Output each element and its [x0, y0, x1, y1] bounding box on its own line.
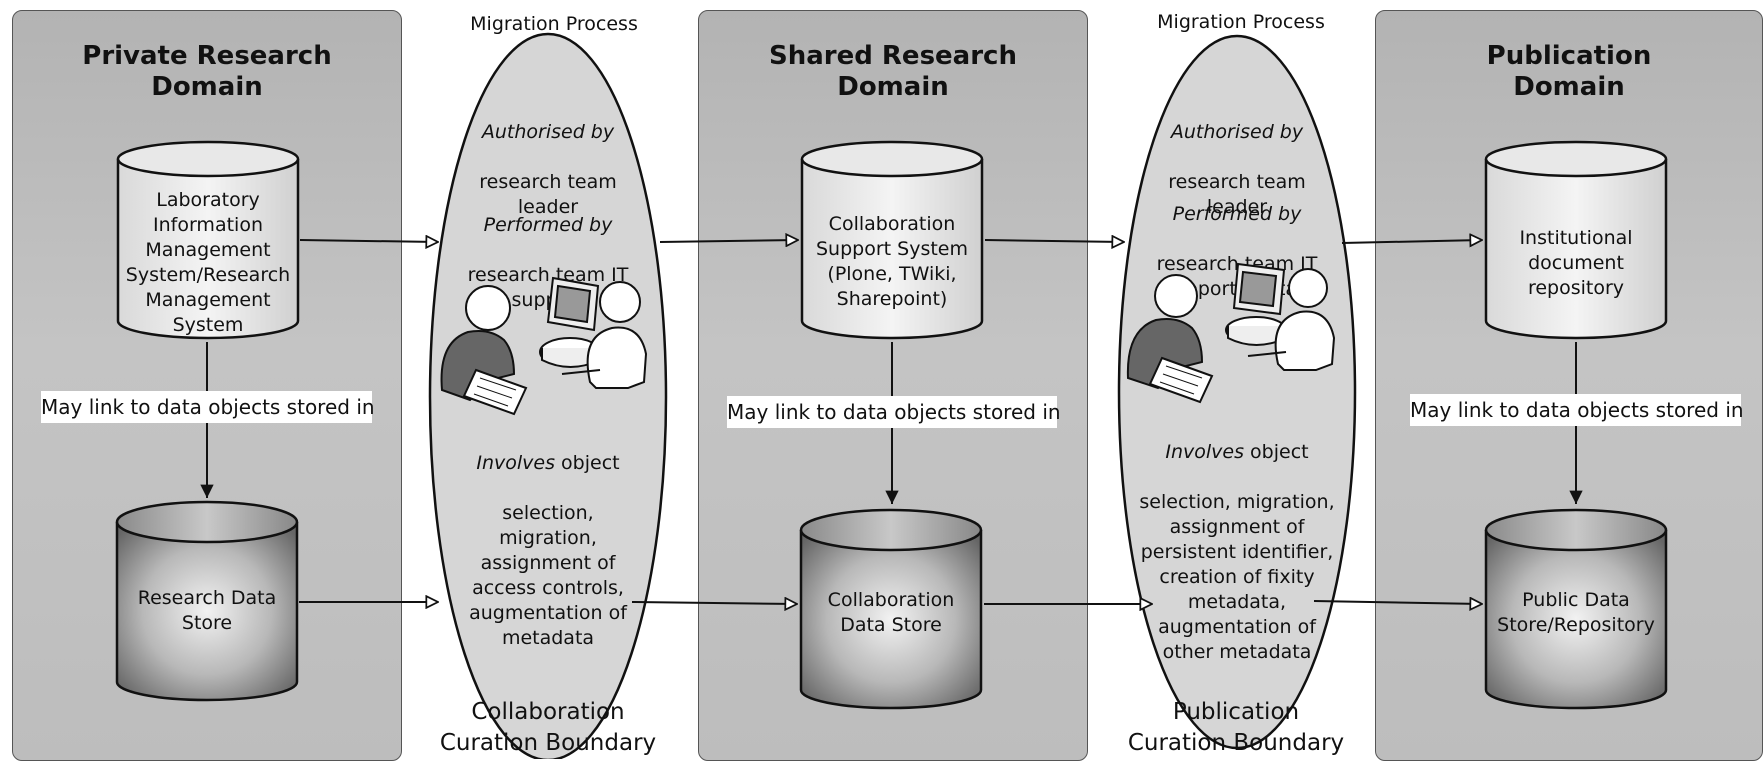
publication-performed-label: Performed by: [1172, 203, 1302, 225]
institutional-repository-label: Institutional document repository: [1519, 227, 1633, 299]
publication-authorised-label: Authorised by: [1170, 121, 1304, 143]
collab-migration-ellipse: [428, 32, 668, 759]
person-at-computer-icon: [1225, 262, 1336, 371]
person-writing-icon: [440, 285, 528, 416]
arrow-collab-migration-to-collab-store: [631, 602, 797, 604]
publication-authorised-block: Authorised by research team leader: [1127, 95, 1347, 220]
collab-support-system-label: Collaboration Support System (Plone, TWi…: [816, 213, 968, 310]
publication-involves-rest: selection, migration, assignment of pers…: [1139, 491, 1335, 663]
collab-authorised-label: Authorised by: [481, 121, 615, 143]
link-label-shared: May link to data objects stored in: [727, 396, 1061, 428]
collab-involves-rest: selection, migration, assignment of acce…: [469, 502, 627, 649]
research-data-store-cylinder: Research Data Store: [115, 500, 299, 702]
collaboration-curation-boundary-label: Collaboration Curation Boundary: [439, 699, 657, 756]
publication-domain-title: Publication Domain: [1486, 41, 1652, 102]
collab-support-system-cylinder: Collaboration Support System (Plone, TWi…: [800, 140, 984, 340]
publication-migration-ellipse: [1117, 34, 1357, 750]
arrow-lims-to-collab-migration: [299, 240, 438, 242]
publication-curation-boundary-label: Publication Curation Boundary: [1127, 699, 1345, 756]
arrow-collab-migration-to-collab-system: [659, 240, 798, 242]
collab-involves-block: Involves object selection, migration, as…: [428, 426, 668, 651]
collab-people-illustration: [440, 276, 648, 416]
arrow-pub-migration-to-repository: [1341, 240, 1482, 243]
collab-involves-label: Involves: [476, 452, 556, 474]
public-data-store-cylinder: Public Data Store/Repository: [1484, 508, 1668, 710]
link-label-publication: May link to data objects stored in: [1410, 394, 1744, 426]
publication-migration-title: Migration Process: [1157, 11, 1325, 33]
collab-involves-first: object: [555, 452, 620, 474]
lims-system-label: Laboratory Information Management System…: [125, 189, 291, 336]
arrow-pub-migration-to-public-store: [1313, 601, 1482, 604]
collab-authorised-block: Authorised by research team leader: [438, 95, 658, 220]
collab-authorised-by: research team leader: [479, 171, 617, 218]
person-at-computer-icon: [539, 276, 648, 389]
collab-performed-label: Performed by: [483, 214, 613, 236]
lims-system-cylinder: Laboratory Information Management System…: [116, 140, 300, 340]
publication-people-illustration: [1126, 262, 1336, 404]
publication-involves-first: object: [1244, 441, 1309, 463]
publication-involves-block: Involves object selection, migration, as…: [1112, 415, 1362, 665]
collab-migration-title: Migration Process: [470, 13, 638, 35]
publication-authorised-by: research team leader: [1168, 171, 1306, 218]
person-writing-icon: [1126, 274, 1214, 404]
private-domain-title: Private Research Domain: [82, 41, 332, 102]
institutional-repository-cylinder: Institutional document repository: [1484, 140, 1668, 340]
arrow-collab-system-to-pub-migration: [984, 240, 1124, 242]
public-data-store-label: Public Data Store/Repository: [1497, 589, 1655, 636]
shared-domain-title: Shared Research Domain: [769, 41, 1017, 102]
publication-involves-label: Involves: [1165, 441, 1245, 463]
collab-data-store-cylinder: Collaboration Data Store: [799, 508, 983, 710]
collab-data-store-label: Collaboration Data Store: [827, 589, 955, 636]
link-label-private: May link to data objects stored in: [41, 391, 375, 423]
research-data-store-label: Research Data Store: [137, 587, 277, 634]
